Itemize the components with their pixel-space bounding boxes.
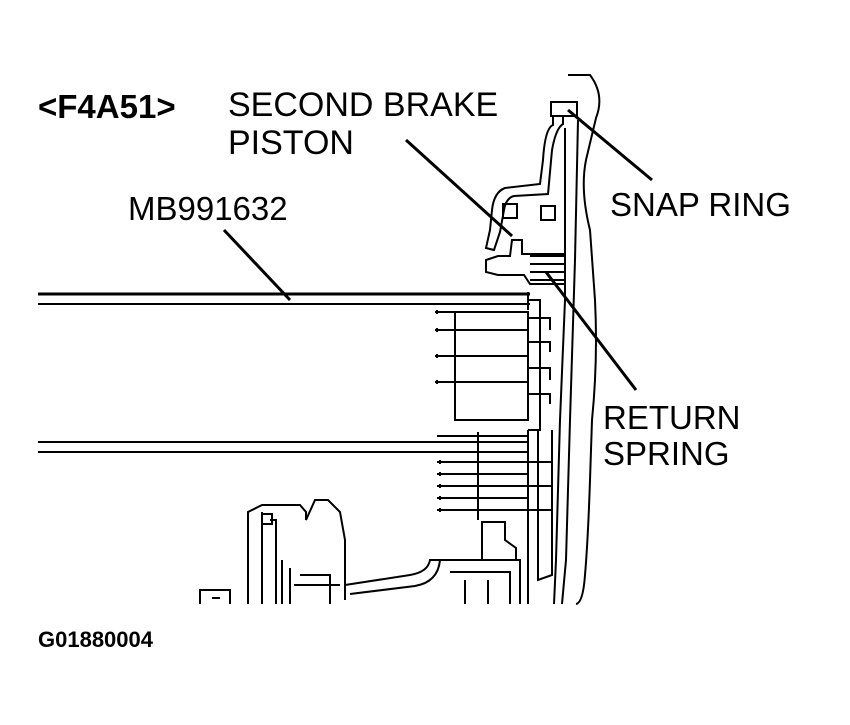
model-label: <F4A51>: [38, 88, 176, 125]
tool-label: MB991632: [128, 190, 288, 227]
piston-shell: [484, 117, 564, 252]
leader-tool: [222, 228, 292, 302]
case-inner-wall: [553, 128, 566, 605]
return-spring: [530, 255, 564, 281]
piston-body: [485, 239, 566, 285]
upper-carrier: [528, 299, 541, 431]
piston-seal-lower: [540, 205, 556, 221]
bottom-housing-clip: [261, 513, 273, 525]
figure-id: G01880004: [38, 627, 153, 652]
case-outline: [568, 74, 601, 605]
bottom-housing: [199, 499, 521, 604]
lower-hub: [481, 521, 517, 561]
snap-ring-label: SNAP RING: [610, 186, 791, 223]
leader-snap-ring: [567, 108, 653, 182]
snap-ring: [550, 101, 578, 117]
upper-plates: [435, 310, 551, 404]
return-spring-label: RETURN SPRING: [603, 399, 741, 472]
clutch-drum-upper: [454, 311, 529, 421]
case-rib: [561, 119, 579, 605]
second-brake-piston-label: SECOND BRAKE PISTON: [228, 86, 499, 162]
lower-plates: [437, 432, 553, 520]
leader-second-brake-piston: [404, 138, 514, 238]
leader-return-spring: [544, 271, 638, 391]
piston-seal-upper: [502, 203, 518, 219]
lower-retainer: [527, 430, 553, 604]
